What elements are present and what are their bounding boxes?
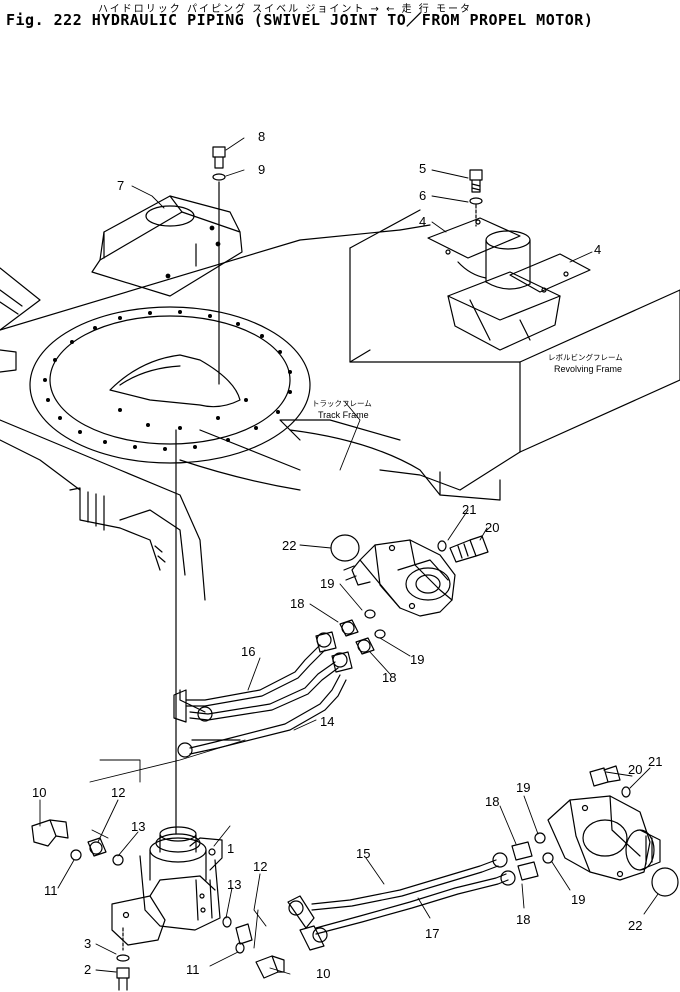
cover-bolt-8 [212, 146, 226, 385]
callout-21-lower: 21 [648, 754, 662, 769]
callout-12-right: 12 [253, 859, 267, 874]
callout-22-lower: 22 [628, 918, 642, 933]
cover-plate-7 [91, 195, 243, 297]
left-elbow-10 [31, 819, 124, 866]
callout-7: 7 [117, 178, 124, 193]
swivel-bolt-2 [116, 927, 130, 991]
upper-bolt-20 [437, 535, 489, 563]
upper-propel-motor [343, 539, 456, 617]
figure-title: Fig. 222 HYDRAULIC PIPING (SWIVEL JOINT … [6, 11, 594, 29]
callout-17: 17 [425, 926, 439, 941]
callout-6: 6 [419, 188, 426, 203]
callout-2: 2 [84, 962, 91, 977]
callout-18-lower-right: 18 [516, 912, 530, 927]
callout-18-upper-right: 18 [382, 670, 396, 685]
callout-22-upper: 22 [282, 538, 296, 553]
callout-4-left: 4 [419, 214, 426, 229]
lower-frame-structure [0, 224, 521, 601]
leader-lines [39, 137, 659, 975]
callout-18-upper-left: 18 [290, 596, 304, 611]
lower-propel-motor [547, 795, 661, 881]
callout-13-right: 13 [227, 877, 241, 892]
callout-19-upper-left: 19 [320, 576, 334, 591]
upper-fittings-18-19 [339, 609, 386, 655]
track-frame-label-jp: トラックフレーム [312, 399, 372, 408]
lower-fittings-11-12-13 [222, 916, 285, 979]
callout-16: 16 [241, 644, 255, 659]
revolving-frame-label: Revolving Frame [554, 364, 622, 374]
callout-1: 1 [227, 841, 234, 856]
lower-fittings-18-19 [511, 832, 554, 881]
callout-5: 5 [419, 161, 426, 176]
header-japanese: ハイドロリック パイピング スイベル ジョイント → ← 走 行 モータ [98, 4, 472, 15]
callout-11-left: 11 [44, 883, 58, 898]
callout-8: 8 [258, 129, 265, 144]
callout-13-left: 13 [131, 819, 145, 834]
callout-12-left: 12 [111, 785, 125, 800]
callout-19-lower-right: 19 [571, 892, 585, 907]
callout-4-right: 4 [594, 242, 601, 257]
hoses-15-17 [287, 852, 516, 951]
hoses-14-16 [173, 631, 353, 758]
revolving-frame-drawing [349, 209, 680, 453]
callout-11-bottom: 11 [186, 962, 200, 977]
callout-19-upper-right: 19 [410, 652, 424, 667]
callout-20-lower: 20 [628, 762, 642, 777]
callout-19-lower-left: 19 [516, 780, 530, 795]
callout-10-bottom: 10 [316, 966, 330, 981]
callout-3: 3 [84, 936, 91, 951]
lower-bolt-20 [589, 765, 631, 798]
callout-14: 14 [320, 714, 334, 729]
callout-20-upper: 20 [485, 520, 499, 535]
callout-9: 9 [258, 162, 265, 177]
callout-21-upper: 21 [462, 502, 476, 517]
o-ring-22-lower [651, 867, 679, 897]
ring-bolt-holes [43, 310, 292, 451]
upper-swivel-joint-cover [427, 217, 591, 293]
callout-18-lower-left: 18 [485, 794, 499, 809]
o-ring-22-upper [330, 534, 360, 562]
track-frame-ring [29, 306, 311, 464]
callout-15: 15 [356, 846, 370, 861]
revolving-frame-label-jp: レボルビングフレーム [548, 352, 623, 362]
callout-10-left: 10 [32, 785, 46, 800]
callout-labels: 1 2 3 4 4 5 6 7 8 9 10 10 11 11 12 12 13… [32, 129, 662, 981]
swivel-joint-1 [111, 429, 223, 946]
track-frame-label: Track Frame [318, 410, 369, 420]
upper-bolt-5 [469, 169, 483, 227]
